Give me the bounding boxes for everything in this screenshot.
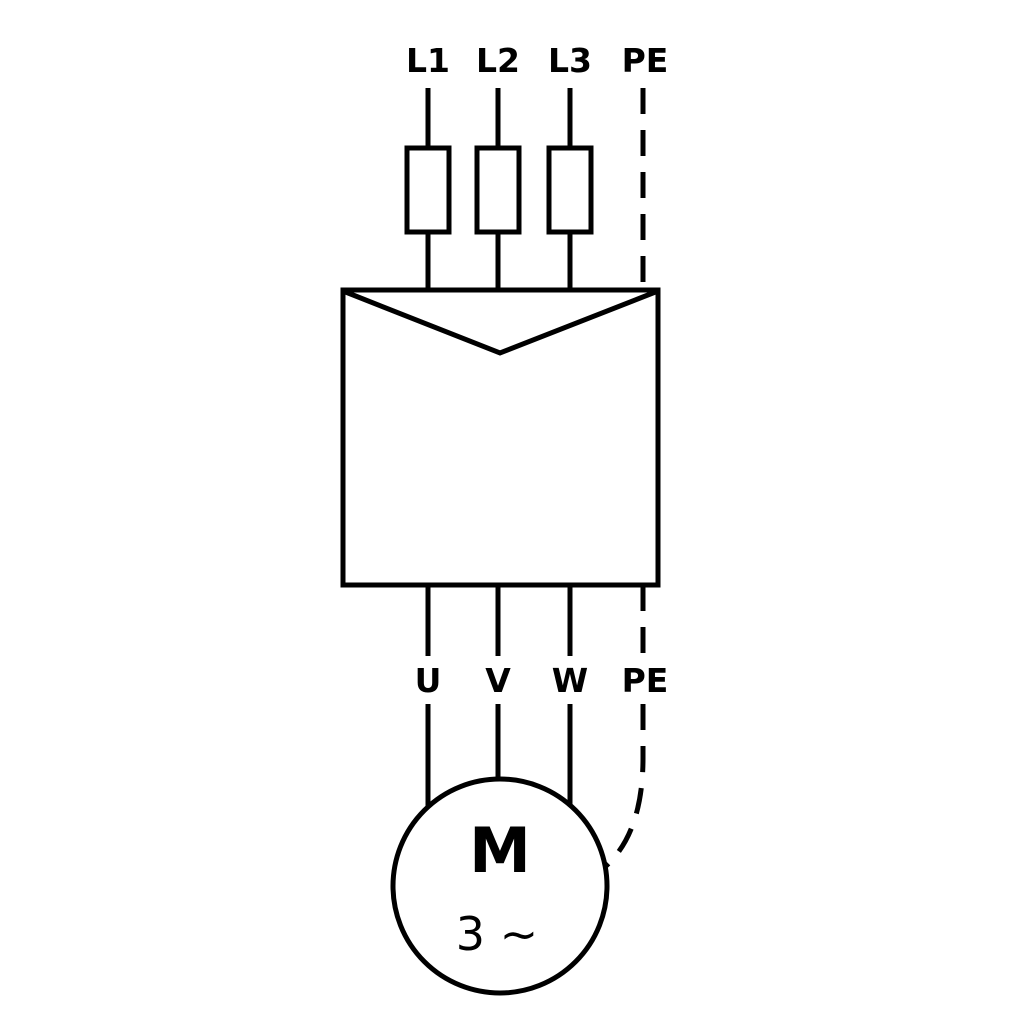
label-v: V xyxy=(485,661,511,700)
label-pe-bottom: PE xyxy=(622,661,669,700)
label-l1: L1 xyxy=(406,41,450,80)
fuse-l2 xyxy=(474,145,522,235)
motor-circle xyxy=(390,776,610,996)
pe-conductor-lower xyxy=(604,704,646,868)
motor-phase-label: 3 ∼ xyxy=(456,907,538,961)
fuse-l3 xyxy=(546,145,594,235)
converter-box xyxy=(340,287,661,588)
label-u: U xyxy=(415,661,442,700)
label-l2: L2 xyxy=(476,41,520,80)
motor-designation: M xyxy=(469,814,531,887)
converter-notch xyxy=(342,288,659,356)
label-pe-top: PE xyxy=(622,41,669,80)
label-w: W xyxy=(552,661,588,700)
fuse-l1 xyxy=(404,145,452,235)
label-l3: L3 xyxy=(548,41,592,80)
